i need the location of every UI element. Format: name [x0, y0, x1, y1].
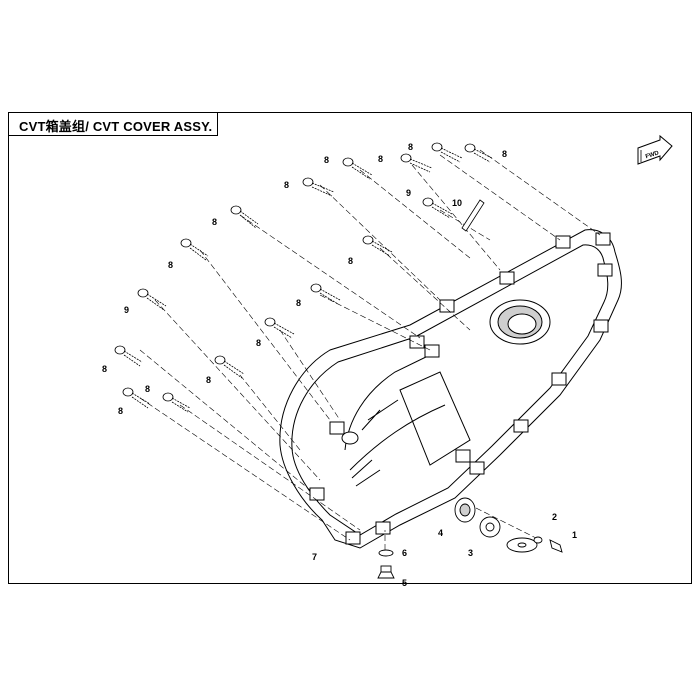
callout-8: 8 — [168, 260, 173, 270]
dowel-pin — [461, 199, 485, 232]
bolt-group — [114, 142, 493, 413]
callout-8: 8 — [348, 256, 353, 266]
fwd-arrow-icon: FWD — [637, 134, 673, 165]
callout-9: 9 — [406, 188, 411, 198]
bolt — [230, 205, 259, 229]
cvt-cover — [279, 229, 622, 549]
bolt — [422, 197, 453, 219]
leader-lines — [139, 149, 601, 550]
drain-plug-parts — [377, 549, 395, 579]
callout-8: 8 — [296, 298, 301, 308]
bolt — [431, 142, 463, 163]
callout-9: 9 — [124, 305, 129, 315]
page-title: CVT箱盖组/ CVT COVER ASSY. — [19, 119, 213, 134]
bolt — [214, 355, 245, 379]
bolt — [264, 317, 295, 339]
callout-3: 3 — [468, 548, 473, 558]
callout-8: 8 — [378, 154, 383, 164]
bolt — [122, 387, 151, 409]
callout-8: 8 — [284, 180, 289, 190]
callout-10: 10 — [452, 198, 462, 208]
callout-4: 4 — [438, 528, 443, 538]
callout-8: 8 — [145, 384, 150, 394]
fwd-label: FWD — [645, 150, 660, 160]
bolt — [310, 283, 341, 305]
callout-7: 7 — [312, 552, 317, 562]
bolt — [342, 157, 373, 180]
callout-8: 8 — [324, 155, 329, 165]
bolt — [162, 392, 191, 413]
callout-8: 8 — [408, 142, 413, 152]
callout-8: 8 — [256, 338, 261, 348]
callout-6: 6 — [402, 548, 407, 558]
shaft-seal-parts — [454, 497, 563, 553]
callout-2: 2 — [552, 512, 557, 522]
title-box: CVT箱盖组/ CVT COVER ASSY. — [8, 112, 218, 136]
callout-8: 8 — [206, 375, 211, 385]
callout-8: 8 — [502, 149, 507, 159]
bolt — [302, 177, 335, 197]
callout-8: 8 — [102, 364, 107, 374]
bolt — [362, 235, 393, 257]
diagram-frame — [8, 112, 692, 584]
bolt — [114, 345, 143, 367]
bolt — [137, 288, 167, 311]
callout-1: 1 — [572, 530, 577, 540]
bolt — [464, 143, 493, 163]
callout-8: 8 — [212, 217, 217, 227]
bolt — [180, 238, 209, 261]
callout-labels: 1 2 3 4 5 6 7 8 8 8 8 8 8 8 8 8 8 8 8 8 … — [102, 142, 577, 588]
bolt — [400, 153, 433, 173]
callout-5: 5 — [402, 578, 407, 588]
callout-8: 8 — [118, 406, 123, 416]
